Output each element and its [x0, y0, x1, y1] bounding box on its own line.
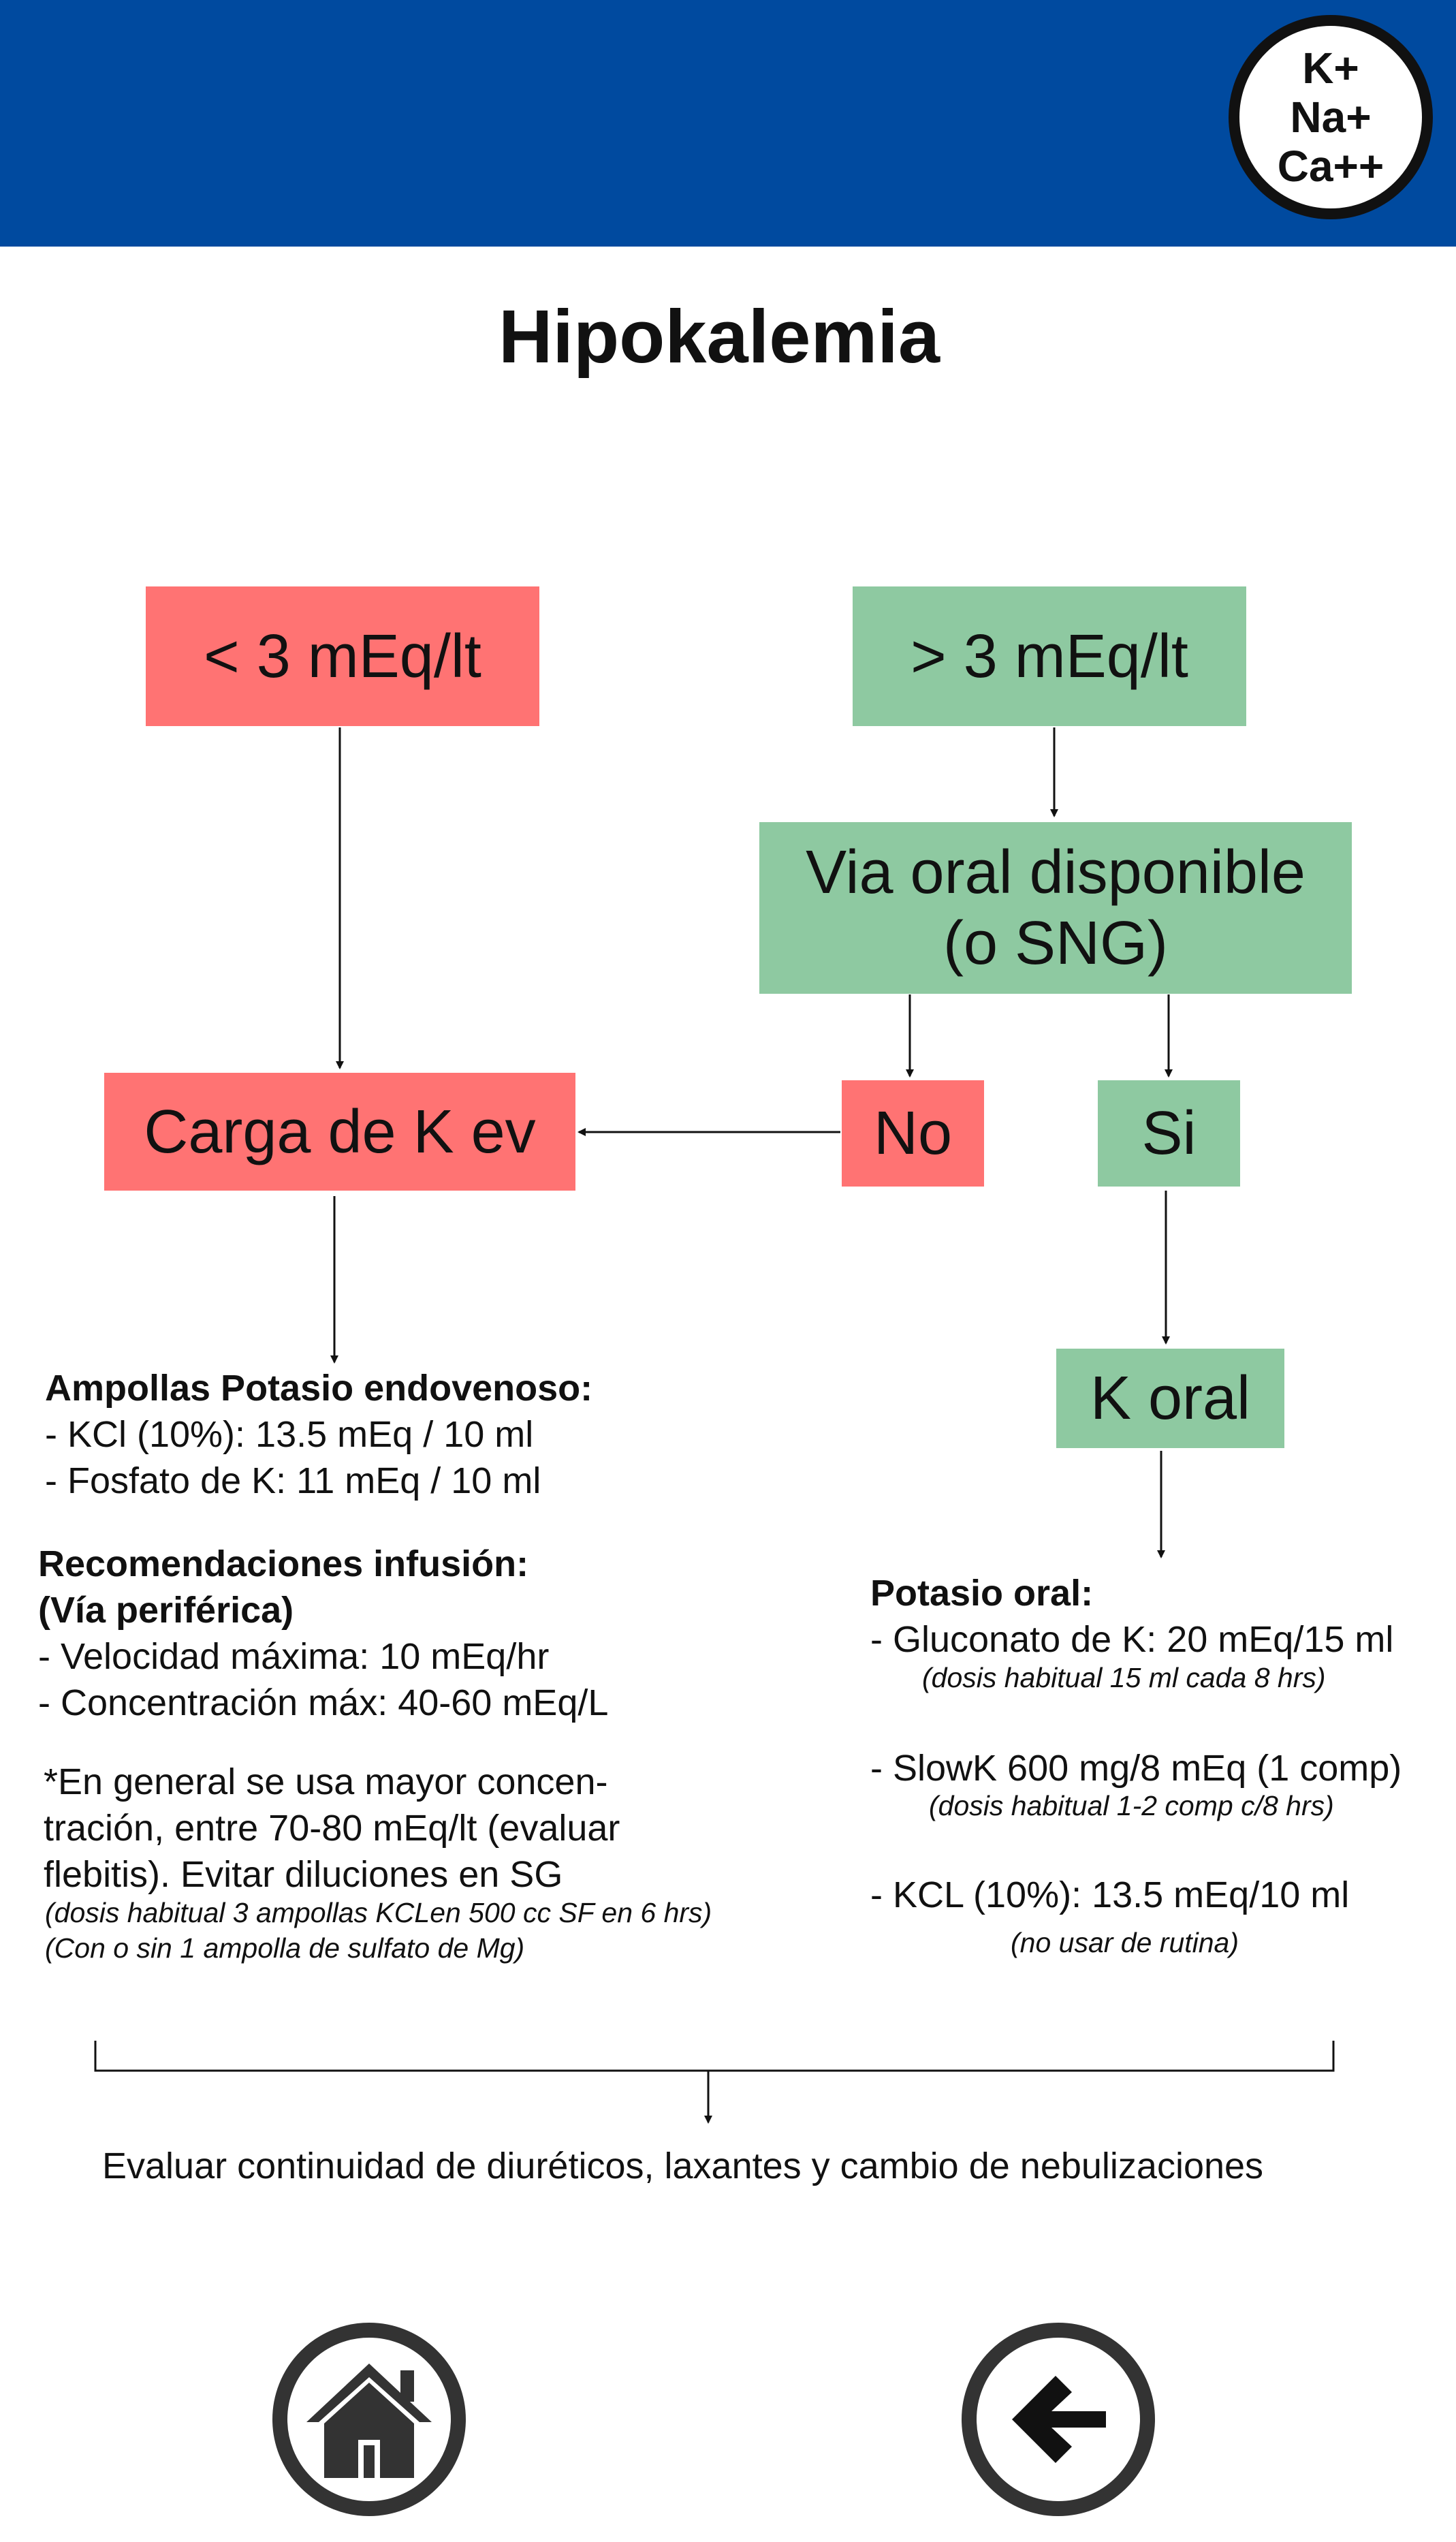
- node-oral-route-available: Via oral disponible (o SNG): [759, 822, 1352, 994]
- bracket-line: [94, 2041, 1335, 2072]
- general-line: flebitis). Evitar diluciones en SG: [44, 1854, 563, 1895]
- node-less-than-3: < 3 mEq/lt: [146, 586, 539, 726]
- page-title: Hipokalemia: [498, 295, 940, 379]
- oral-item-note: (dosis habitual 15 ml cada 8 hrs): [922, 1662, 1326, 1693]
- logo-line-na: Na+: [1290, 93, 1372, 142]
- oral-item-note: (no usar de rutina): [1011, 1927, 1239, 1958]
- arrow-left-icon: [1012, 2376, 1106, 2463]
- header-bar: K+ Na+ Ca++: [0, 0, 1456, 247]
- ampollas-item: - Fosfato de K: 11 mEq / 10 ml: [45, 1460, 541, 1501]
- node-iv-load: Carga de K ev: [104, 1073, 575, 1191]
- infusion-item: - Velocidad máxima: 10 mEq/hr: [38, 1636, 550, 1677]
- ampollas-item: - KCl (10%): 13.5 mEq / 10 ml: [45, 1414, 534, 1455]
- oral-item-label: - KCL (10%): 13.5 mEq/10 ml: [870, 1874, 1350, 1915]
- footer-note: Evaluar continuidad de diuréticos, laxan…: [102, 2146, 1264, 2186]
- general-line: *En general se usa mayor concen-: [44, 1761, 608, 1802]
- home-icon: [306, 2364, 432, 2478]
- general-note: (dosis habitual 3 ampollas KCLen 500 cc …: [45, 1897, 712, 1928]
- logo-line-ca: Ca++: [1277, 142, 1384, 191]
- node-k-oral: K oral: [1056, 1349, 1284, 1448]
- ampollas-title: Ampollas Potasio endovenoso:: [45, 1368, 593, 1409]
- general-note: (Con o sin 1 ampolla de sulfato de Mg): [45, 1932, 525, 1964]
- oral-item-label: - Gluconato de K: 20 mEq/15 ml: [870, 1619, 1394, 1660]
- oral-item-label: - SlowK 600 mg/8 mEq (1 comp): [870, 1748, 1402, 1789]
- node-si: Si: [1098, 1080, 1240, 1187]
- oral-item-note: (dosis habitual 1-2 comp c/8 hrs): [929, 1790, 1334, 1821]
- infusion-subtitle: (Vía periférica): [38, 1590, 294, 1631]
- infusion-item: - Concentración máx: 40-60 mEq/L: [38, 1682, 609, 1723]
- potasio-oral-title: Potasio oral:: [870, 1573, 1094, 1614]
- back-button[interactable]: [962, 2323, 1155, 2516]
- general-line: tración, entre 70-80 mEq/lt (evaluar: [44, 1808, 620, 1849]
- node-no: No: [842, 1080, 984, 1187]
- home-button[interactable]: [272, 2323, 466, 2516]
- node-greater-than-3: > 3 mEq/lt: [853, 586, 1246, 726]
- infusion-title: Recomendaciones infusión:: [38, 1543, 529, 1584]
- logo-line-k: K+: [1302, 44, 1359, 93]
